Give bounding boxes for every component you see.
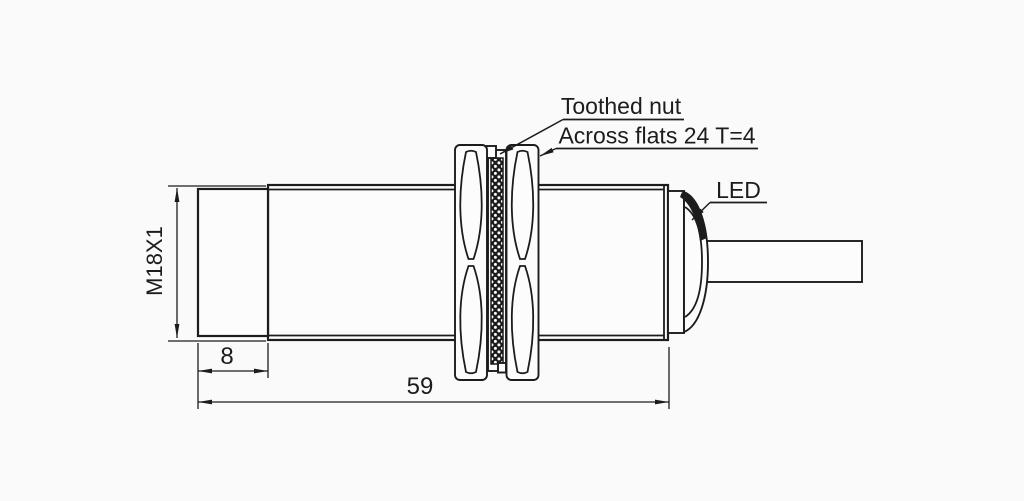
label-across-flats: Across flats 24 T=4 <box>539 123 758 157</box>
label-led-text: LED <box>716 177 761 203</box>
callouts: Toothed nut Across flats 24 T=4 LED <box>499 93 767 221</box>
toothed-washer-knurl <box>490 157 504 365</box>
label-toothed-nut: Toothed nut <box>499 93 684 155</box>
dim-m18x1-text: M18X1 <box>142 226 167 296</box>
hex-nut-rear-facet-top <box>510 149 535 260</box>
hex-nut-rear-facet-bottom <box>510 265 535 375</box>
label-led: LED <box>691 177 767 221</box>
sensor-head <box>196 187 270 338</box>
led-indicator <box>680 192 707 241</box>
dimensions: M18X1 8 59 <box>142 185 670 409</box>
dim-8-text: 8 <box>220 343 233 370</box>
dim-8: 8 <box>198 343 268 374</box>
toothed-washer-bottom-step <box>497 362 507 374</box>
hex-nut-rear <box>505 144 540 381</box>
rear-cap <box>667 190 685 334</box>
dim-59: 59 <box>198 373 669 405</box>
label-across-flats-text: Across flats 24 T=4 <box>558 123 755 149</box>
hex-nut-front-facet-bottom <box>459 265 483 375</box>
cable <box>702 240 863 283</box>
hex-nut-front-facet-top <box>459 149 483 260</box>
label-toothed-nut-text: Toothed nut <box>561 93 682 119</box>
dim-59-text: 59 <box>407 373 434 400</box>
dim-m18x1: M18X1 <box>142 188 180 338</box>
hex-nut-front <box>454 144 488 381</box>
mounting-hardware <box>454 144 540 381</box>
